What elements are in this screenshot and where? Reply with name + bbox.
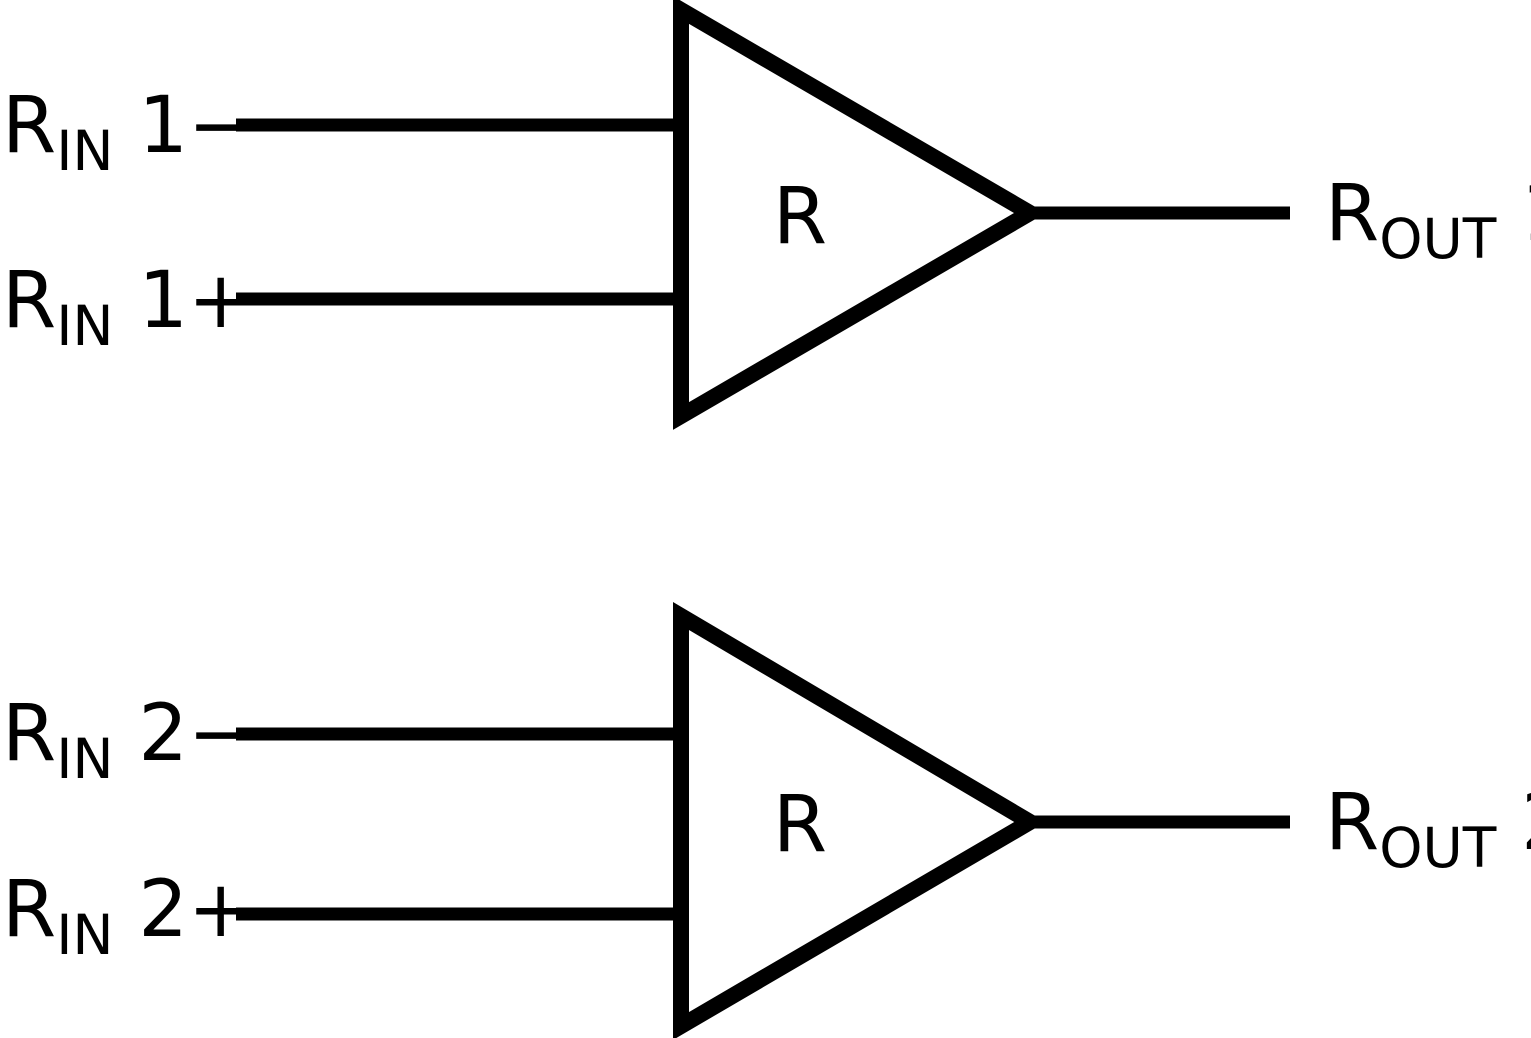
port-label-suffix: 2−	[114, 689, 254, 779]
port-label-main: R	[1325, 169, 1379, 259]
port-label-out-2: ROUT 2	[1325, 778, 1531, 880]
port-label-subscript: OUT	[1379, 816, 1497, 880]
amplifier-triangle-1[interactable]	[673, 0, 1046, 430]
port-label-main: R	[1325, 778, 1379, 868]
amplifier-block-1[interactable]: R RIN 1− RIN 1+ ROUT 1	[2, 0, 1531, 430]
port-label-suffix: 1−	[114, 81, 254, 171]
port-label-suffix: 1	[1496, 169, 1531, 259]
port-label-subscript: IN	[56, 119, 113, 183]
port-label-in-1-minus: RIN 1−	[2, 81, 253, 183]
port-label-suffix: 1+	[114, 256, 254, 346]
port-label-subscript: OUT	[1379, 207, 1497, 271]
amplifier-label-2: R	[773, 780, 827, 870]
port-label-subscript: IN	[56, 294, 113, 358]
port-label-main: R	[2, 256, 56, 346]
port-label-main: R	[2, 865, 56, 955]
port-label-subscript: IN	[56, 727, 113, 791]
port-label-in-1-plus: RIN 1+	[2, 256, 253, 358]
port-label-in-2-plus: RIN 2+	[2, 865, 253, 967]
port-label-main: R	[2, 689, 56, 779]
port-label-suffix: 2+	[114, 865, 254, 955]
port-label-out-1: ROUT 1	[1325, 169, 1531, 271]
port-label-subscript: IN	[56, 903, 113, 967]
amplifier-label-1: R	[773, 172, 827, 262]
port-label-main: R	[2, 81, 56, 171]
amplifier-triangle-2[interactable]	[673, 601, 1046, 1038]
amplifier-block-2[interactable]: R RIN 2− RIN 2+ ROUT 2	[2, 601, 1531, 1038]
port-label-suffix: 2	[1496, 778, 1531, 868]
port-label-in-2-minus: RIN 2−	[2, 689, 253, 791]
